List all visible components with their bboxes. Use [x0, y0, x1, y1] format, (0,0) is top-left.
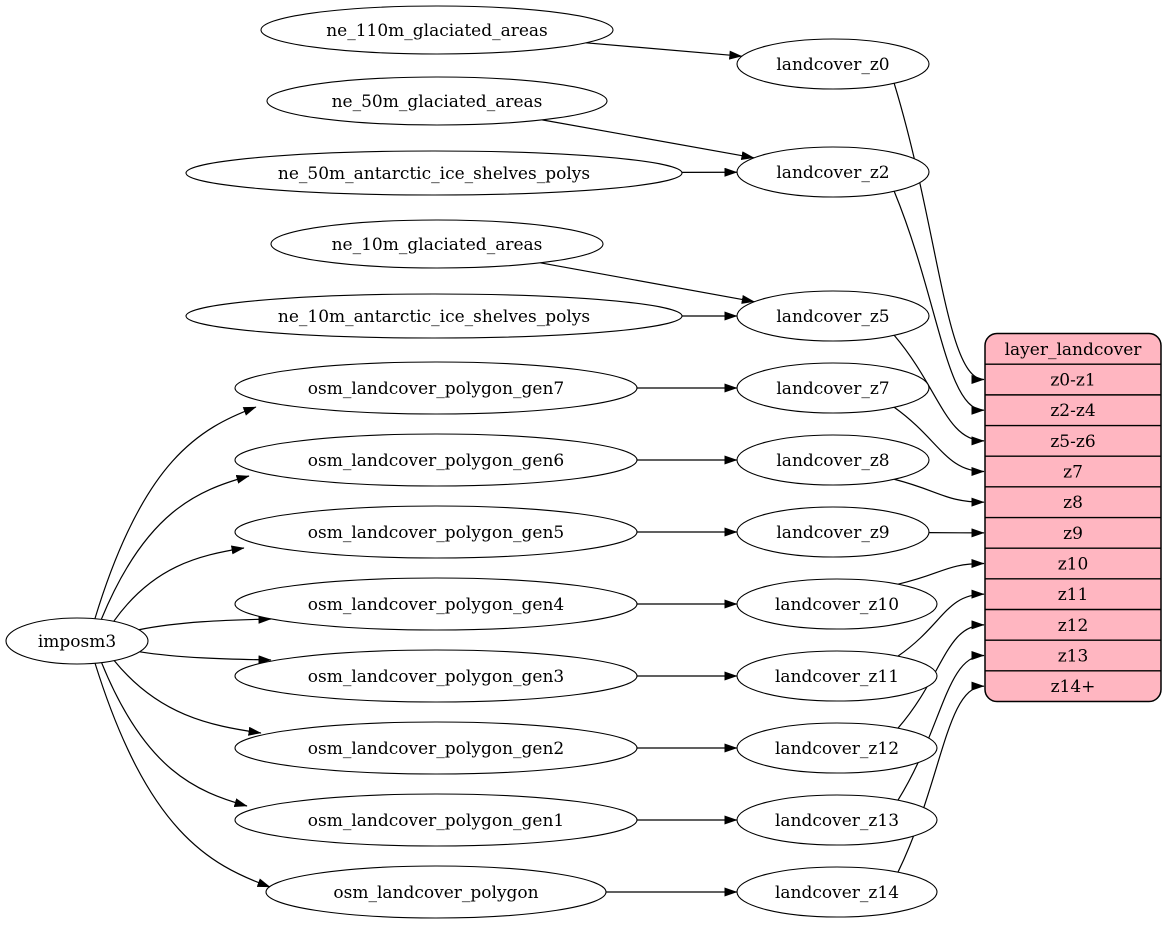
node-osm_landcover_polygon-label: osm_landcover_polygon: [333, 883, 538, 903]
node-landcover_z14-label: landcover_z14: [775, 883, 899, 903]
record-row-z8: z8: [1063, 493, 1083, 513]
node-osm_landcover_polygon_gen2-label: osm_landcover_polygon_gen2: [308, 739, 564, 759]
node-osm_landcover_polygon_gen1: osm_landcover_polygon_gen1: [235, 794, 637, 846]
nodes-layer: imposm3 ne_110m_glaciated_areas ne_50m_gla…: [6, 6, 1161, 918]
node-landcover_z13: landcover_z13: [737, 795, 937, 845]
record-row-z10: z10: [1058, 555, 1089, 575]
node-osm_landcover_polygon_gen5-label: osm_landcover_polygon_gen5: [308, 523, 564, 543]
node-landcover_z5-label: landcover_z5: [776, 307, 889, 327]
node-ne_10m_antarctic_ice_shelves_polys-label: ne_10m_antarctic_ice_shelves_polys: [278, 307, 590, 327]
node-landcover_z0-label: landcover_z0: [776, 55, 889, 75]
edge-imposm3-to-osm_landcover_polygon_gen1: [102, 663, 247, 806]
node-landcover_z9-label: landcover_z9: [776, 523, 889, 543]
record-layer_landcover: layer_landcover z0-z1 z2-z4 z5-z6 z7 z8 z9 z10 z…: [985, 334, 1161, 702]
node-landcover_z9: landcover_z9: [737, 507, 929, 557]
node-osm_landcover_polygon_gen5: osm_landcover_polygon_gen5: [235, 506, 637, 558]
node-imposm3: imposm3: [6, 618, 148, 664]
record-row-z13: z13: [1058, 647, 1089, 667]
edge-imposm3-to-osm_landcover_polygon_gen4: [139, 619, 271, 630]
node-ne_10m_antarctic_ice_shelves_polys: ne_10m_antarctic_ice_shelves_polys: [186, 294, 682, 338]
node-landcover_z14: landcover_z14: [737, 867, 937, 917]
node-ne_50m_glaciated_areas-label: ne_50m_glaciated_areas: [332, 92, 543, 112]
node-landcover_z2: landcover_z2: [737, 147, 929, 197]
edge-ne_110m_glaciated_areas-to-landcover_z0: [586, 43, 742, 56]
node-osm_landcover_polygon_gen4-label: osm_landcover_polygon_gen4: [308, 595, 564, 615]
node-landcover_z0: landcover_z0: [737, 39, 929, 89]
node-landcover_z13-label: landcover_z13: [775, 811, 899, 831]
edge-landcover_z0-to-layer_landcover-z0-z1: [894, 83, 984, 379]
node-osm_landcover_polygon_gen4: osm_landcover_polygon_gen4: [235, 578, 637, 630]
node-osm_landcover_polygon_gen7: osm_landcover_polygon_gen7: [235, 362, 637, 414]
edge-imposm3-to-osm_landcover_polygon_gen7: [95, 407, 256, 619]
node-landcover_z11: landcover_z11: [737, 651, 937, 701]
record-row-z9: z9: [1063, 524, 1083, 544]
node-osm_landcover_polygon_gen1-label: osm_landcover_polygon_gen1: [308, 811, 564, 831]
node-osm_landcover_polygon: osm_landcover_polygon: [266, 866, 606, 918]
node-osm_landcover_polygon_gen6: osm_landcover_polygon_gen6: [235, 434, 637, 486]
record-title: layer_landcover: [1005, 340, 1143, 360]
node-ne_50m_glaciated_areas: ne_50m_glaciated_areas: [267, 77, 607, 125]
node-ne_10m_glaciated_areas-label: ne_10m_glaciated_areas: [332, 235, 543, 255]
node-landcover_z7-label: landcover_z7: [776, 379, 889, 399]
node-landcover_z12: landcover_z12: [737, 723, 937, 773]
node-landcover_z10: landcover_z10: [737, 579, 937, 629]
edge-landcover_z10-to-layer_landcover-z10: [898, 564, 984, 585]
edge-imposm3-to-osm_landcover_polygon_gen3: [140, 652, 271, 660]
edge-imposm3-to-osm_landcover_polygon: [95, 663, 270, 887]
node-osm_landcover_polygon_gen3: osm_landcover_polygon_gen3: [235, 650, 637, 702]
edge-imposm3-to-osm_landcover_polygon_gen6: [101, 476, 249, 619]
node-landcover_z11-label: landcover_z11: [775, 667, 899, 687]
node-landcover_z12-label: landcover_z12: [775, 739, 899, 759]
node-osm_landcover_polygon_gen6-label: osm_landcover_polygon_gen6: [308, 451, 564, 471]
node-ne_50m_antarctic_ice_shelves_polys: ne_50m_antarctic_ice_shelves_polys: [186, 151, 682, 195]
record-row-z14+: z14+: [1051, 677, 1096, 697]
node-landcover_z8: landcover_z8: [737, 435, 929, 485]
record-row-z5-z6: z5-z6: [1050, 432, 1095, 452]
record-row-z0-z1: z0-z1: [1050, 371, 1095, 391]
node-landcover_z7: landcover_z7: [737, 363, 929, 413]
record-row-z7: z7: [1063, 463, 1083, 483]
edge-landcover_z14-to-layer_landcover-z14+: [898, 686, 984, 872]
record-row-z2-z4: z2-z4: [1050, 401, 1095, 421]
node-imposm3-label: imposm3: [38, 632, 116, 652]
node-osm_landcover_polygon_gen2: osm_landcover_polygon_gen2: [235, 722, 637, 774]
node-ne_110m_glaciated_areas-label: ne_110m_glaciated_areas: [326, 21, 548, 41]
node-osm_landcover_polygon_gen3-label: osm_landcover_polygon_gen3: [308, 667, 564, 687]
edge-ne_10m_glaciated_areas-to-landcover_z5: [540, 263, 754, 302]
node-landcover_z10-label: landcover_z10: [775, 595, 899, 615]
edge-imposm3-to-osm_landcover_polygon_gen5: [114, 548, 244, 621]
edge-ne_50m_glaciated_areas-to-landcover_z2: [542, 120, 754, 158]
node-landcover_z5: landcover_z5: [737, 291, 929, 341]
node-landcover_z8-label: landcover_z8: [776, 451, 889, 471]
record-row-z12: z12: [1058, 616, 1089, 636]
edge-landcover_z8-to-layer_landcover-z8: [894, 479, 984, 502]
node-ne_10m_glaciated_areas: ne_10m_glaciated_areas: [271, 220, 603, 268]
node-osm_landcover_polygon_gen7-label: osm_landcover_polygon_gen7: [308, 379, 564, 399]
node-ne_110m_glaciated_areas: ne_110m_glaciated_areas: [261, 6, 613, 54]
node-landcover_z2-label: landcover_z2: [776, 163, 889, 183]
node-ne_50m_antarctic_ice_shelves_polys-label: ne_50m_antarctic_ice_shelves_polys: [278, 164, 590, 184]
record-row-z11: z11: [1058, 585, 1089, 605]
